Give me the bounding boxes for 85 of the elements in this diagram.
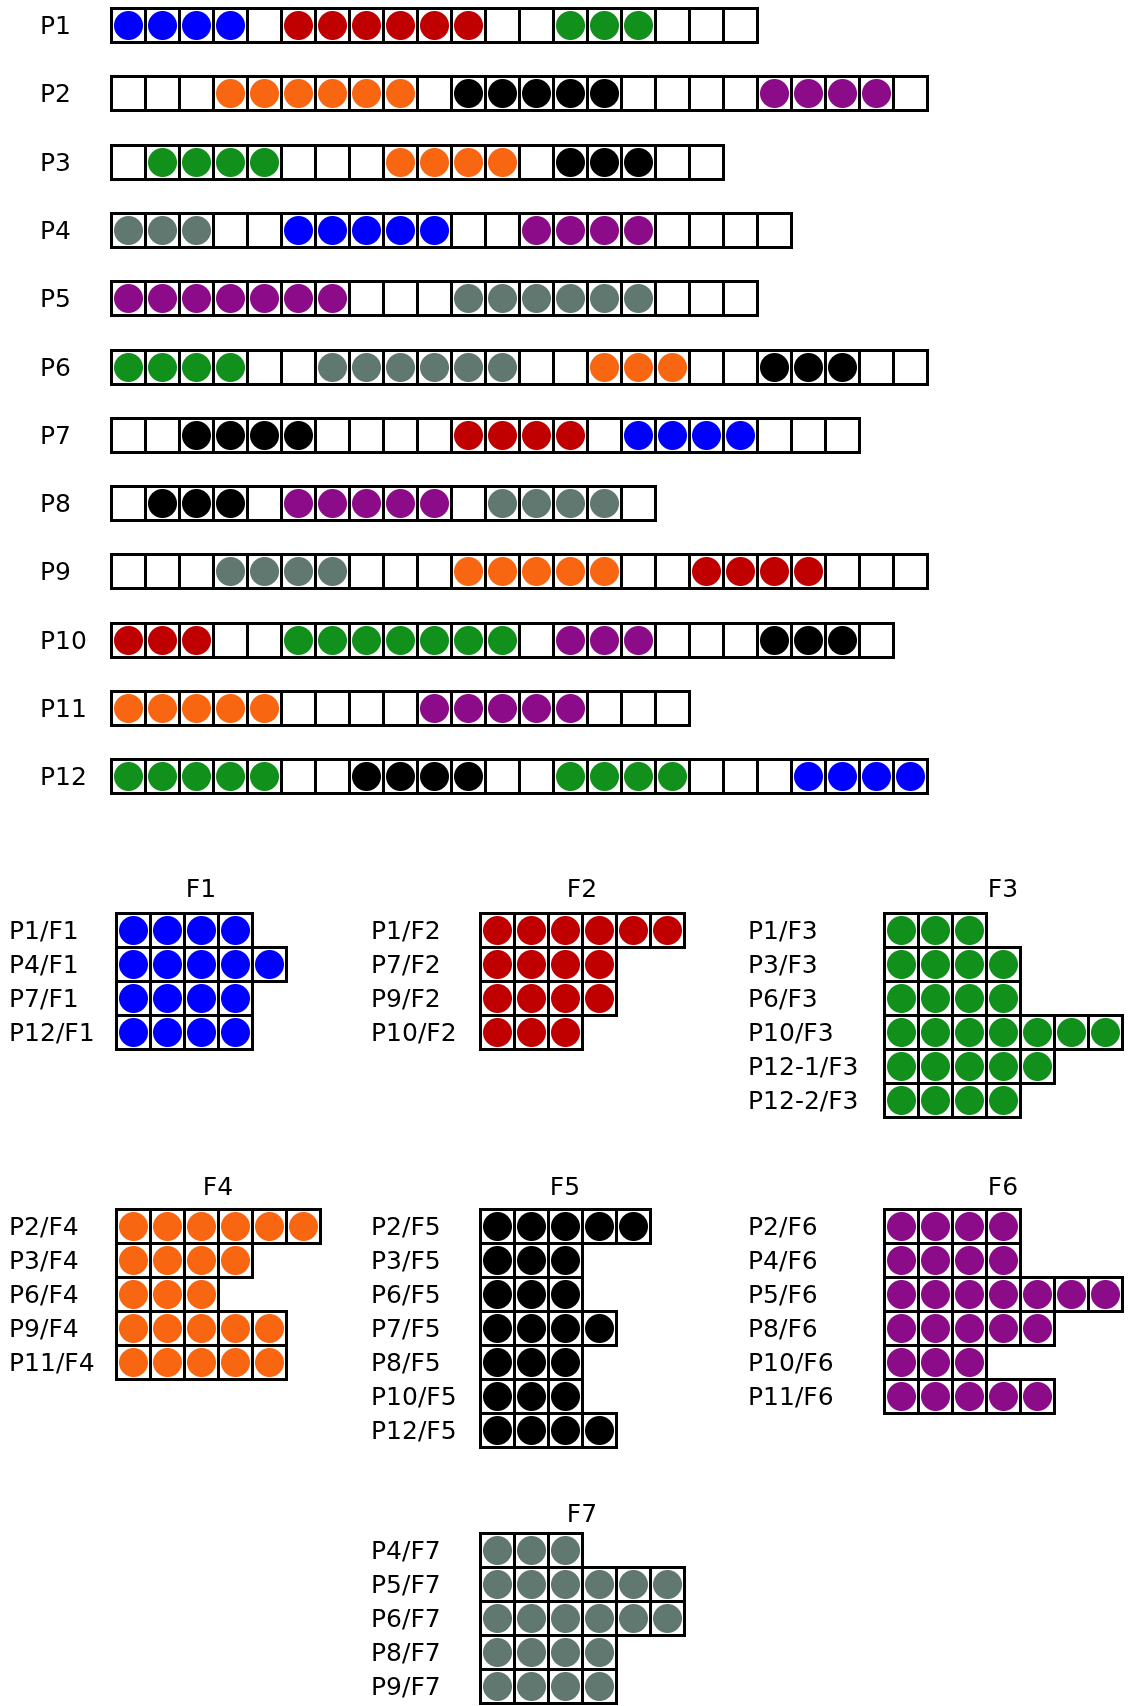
row-label: P10/F6 — [748, 1347, 835, 1379]
row-label: P6/F4 — [9, 1279, 80, 1311]
row-label: P2/F5 — [371, 1211, 442, 1243]
row-label: P3 — [40, 146, 72, 179]
row-label: P8/F6 — [748, 1313, 819, 1345]
empty-cell — [858, 621, 895, 659]
row-label: P3/F3 — [748, 949, 819, 981]
row-label: P4 — [40, 214, 72, 247]
row-label: P6/F3 — [748, 983, 819, 1015]
row-label: P3/F4 — [9, 1245, 80, 1277]
row-label: P10 — [40, 624, 88, 657]
row-label: P9/F4 — [9, 1313, 80, 1345]
group-heading: F1 — [185, 874, 217, 903]
row-label: P1/F1 — [9, 915, 80, 947]
row-label: P6/F5 — [371, 1279, 442, 1311]
row-label: P5/F6 — [748, 1279, 819, 1311]
row-label: P11 — [40, 693, 88, 725]
row-label: P1/F3 — [748, 915, 819, 947]
row-label: P9 — [40, 556, 72, 589]
dot-cell — [285, 1208, 322, 1245]
empty-cell — [620, 485, 657, 523]
row-label: P7/F1 — [9, 983, 80, 1015]
group-heading: F7 — [566, 1499, 598, 1528]
row-label: P3/F5 — [371, 1245, 442, 1277]
row-label: P4/F1 — [9, 949, 80, 981]
dot-cell — [217, 1014, 254, 1051]
row-label: P12 — [40, 761, 88, 794]
row-label: P10/F3 — [748, 1017, 835, 1049]
row-label: P9/F2 — [371, 983, 442, 1015]
row-label: P5 — [40, 283, 72, 316]
row-label: P2/F6 — [748, 1211, 819, 1243]
row-label: P12/F5 — [371, 1415, 458, 1447]
row-label: P4/F7 — [371, 1535, 442, 1567]
row-label: P11/F6 — [748, 1381, 835, 1413]
group-heading: F6 — [987, 1172, 1019, 1201]
dot-cell — [581, 980, 618, 1017]
row-label: P1 — [40, 10, 72, 42]
dot-cell — [251, 946, 288, 983]
row-label: P2 — [40, 78, 72, 111]
dot-cell — [217, 1242, 254, 1279]
dot-cell — [581, 1412, 618, 1449]
row-label: P10/F2 — [371, 1017, 458, 1049]
dot-cell — [581, 1310, 618, 1347]
row-label: P6/F7 — [371, 1603, 442, 1635]
dot-cell — [1087, 1014, 1124, 1051]
group-heading: F2 — [566, 874, 598, 903]
row-label: P7 — [40, 419, 72, 452]
row-label: P10/F5 — [371, 1381, 458, 1413]
empty-cell — [892, 348, 929, 386]
row-label: P5/F7 — [371, 1569, 442, 1601]
row-label: P8/F7 — [371, 1637, 442, 1669]
dot-cell — [547, 1014, 584, 1051]
row-label: P12-1/F3 — [748, 1051, 860, 1083]
dot-cell — [649, 912, 686, 949]
dot-cell — [985, 1082, 1022, 1119]
group-heading: F5 — [549, 1172, 581, 1201]
row-label: P2/F4 — [9, 1211, 80, 1243]
dot-cell — [1019, 1378, 1056, 1415]
dot-cell — [581, 1668, 618, 1705]
row-label: P6 — [40, 351, 72, 384]
row-label: P4/F6 — [748, 1245, 819, 1277]
row-label: P8/F5 — [371, 1347, 442, 1379]
dot-cell — [1087, 1276, 1124, 1313]
empty-cell — [688, 143, 725, 181]
empty-cell — [722, 280, 759, 318]
row-label: P8 — [40, 488, 72, 521]
dot-cell — [251, 1344, 288, 1381]
empty-cell — [892, 75, 929, 113]
dot-cell — [615, 1208, 652, 1245]
dot-cell — [649, 1600, 686, 1637]
row-label: P7/F2 — [371, 949, 442, 981]
row-label: P7/F5 — [371, 1313, 442, 1345]
row-label: P12/F1 — [9, 1017, 96, 1049]
row-label: P1/F2 — [371, 915, 442, 947]
row-label: P9/F7 — [371, 1671, 442, 1703]
row-label: P12-2/F3 — [748, 1085, 860, 1117]
empty-cell — [824, 416, 861, 454]
dot-cell — [892, 758, 929, 796]
row-label: P11/F4 — [9, 1347, 96, 1379]
empty-cell — [892, 553, 929, 591]
group-heading: F4 — [202, 1172, 234, 1201]
empty-cell — [756, 211, 793, 249]
group-heading: F3 — [987, 874, 1019, 903]
dot-cell — [1019, 1048, 1056, 1085]
dot-cell — [1019, 1310, 1056, 1347]
